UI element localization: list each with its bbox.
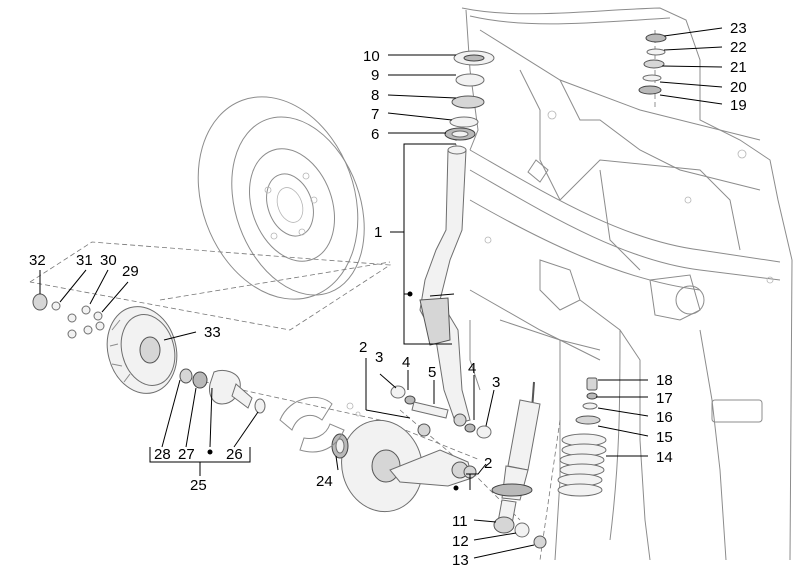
brake-drum: [106, 306, 178, 394]
callout-33: 33: [204, 324, 221, 341]
callout-27: 27: [178, 446, 195, 463]
callout-25: 25: [190, 477, 207, 494]
callout-7: 7: [371, 106, 379, 123]
shock-absorber: [491, 381, 547, 549]
callout-8: 8: [371, 87, 379, 104]
callout-31: 31: [76, 252, 93, 269]
callout-3: 3: [375, 349, 383, 366]
callout-30: 30: [100, 252, 117, 269]
callout-24: 24: [316, 473, 333, 490]
callout-labels: 1 2 2 3 3 4 4 5 6 7 8 9 10 11 12 13 14 1…: [29, 20, 747, 569]
callout-17: 17: [656, 390, 673, 407]
callout-32: 32: [29, 252, 46, 269]
callout-9: 9: [371, 67, 379, 84]
callout-21: 21: [730, 59, 747, 76]
brake-shoes: [279, 396, 361, 453]
callout-26: 26: [226, 446, 243, 463]
callout-14: 14: [656, 449, 673, 466]
callout-12: 12: [452, 533, 469, 550]
hub-fasteners: [32, 293, 105, 339]
wheel-hub: [179, 368, 266, 414]
callout-11: 11: [452, 513, 468, 530]
coil-spring: [557, 377, 607, 497]
callout-2: 2: [359, 339, 367, 356]
callout-13: 13: [452, 552, 469, 569]
callout-2b: 2: [484, 455, 492, 472]
steering-tube: [419, 145, 471, 427]
callout-5: 5: [428, 364, 436, 381]
callout-18: 18: [656, 372, 673, 389]
callout-28: 28: [154, 446, 171, 463]
callout-16: 16: [656, 409, 673, 426]
bearing-stack-left: [444, 50, 495, 141]
front-body-shield: [461, 7, 793, 561]
pivot-pins: [390, 385, 492, 479]
callout-20: 20: [730, 79, 747, 96]
callout-10: 10: [363, 48, 380, 65]
callout-6: 6: [371, 126, 379, 143]
callout-3b: 3: [492, 374, 500, 391]
callout-4b: 4: [468, 360, 476, 377]
brake-plate: [331, 419, 473, 513]
callout-1: 1: [374, 224, 382, 241]
wheel-tire: [197, 96, 365, 300]
callout-29: 29: [122, 263, 139, 280]
callout-15: 15: [656, 429, 673, 446]
callout-23: 23: [730, 20, 747, 37]
bearing-stack-right: [638, 33, 667, 95]
callout-19: 19: [730, 97, 747, 114]
callout-22: 22: [730, 39, 747, 56]
leader-lines: [39, 27, 723, 559]
callout-4: 4: [402, 354, 410, 371]
